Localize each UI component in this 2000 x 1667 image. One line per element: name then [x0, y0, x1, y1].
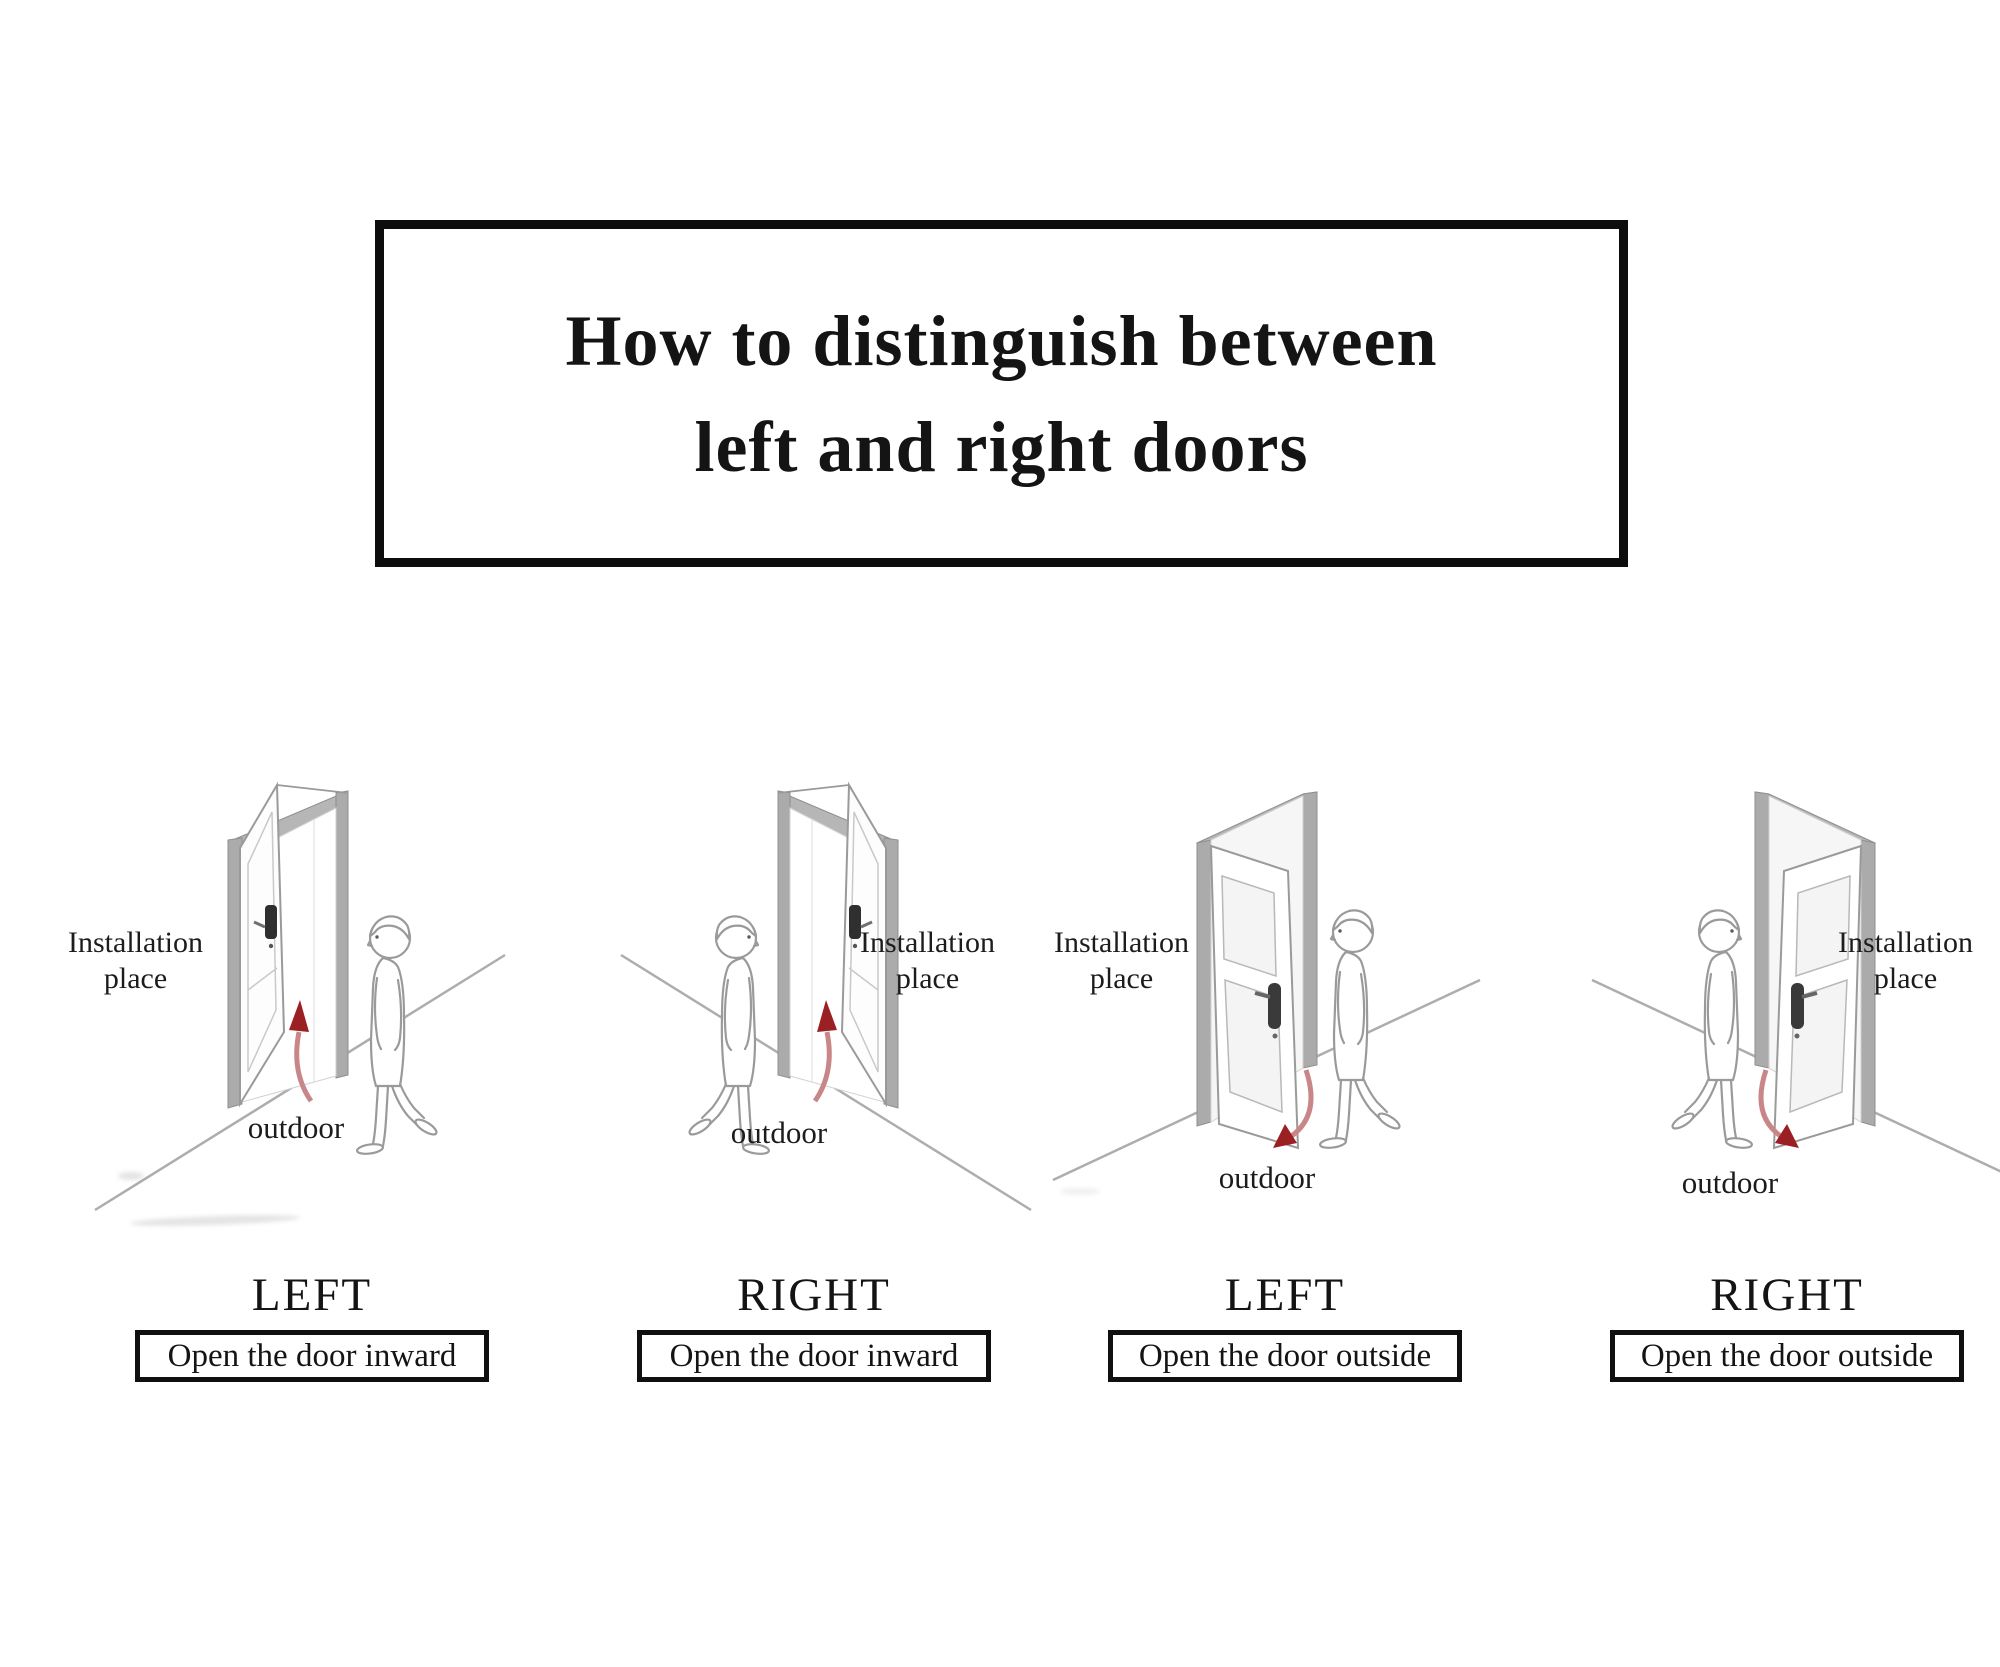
instruction-text: Open the door outside: [1138, 1337, 1432, 1374]
side-label-right: RIGHT: [737, 1269, 891, 1321]
installation-place-label: Installation place: [68, 926, 203, 995]
title-box: How to distinguish between left and righ…: [375, 220, 1628, 567]
installation-place-label: Installation place: [1838, 926, 1973, 995]
page-title-line-1: How to distinguish between: [565, 300, 1438, 381]
page-title-line-2: left and right doors: [694, 406, 1309, 487]
scan-artifact: [118, 1172, 144, 1180]
outdoor-label: outdoor: [1218, 1160, 1316, 1195]
outdoor-label: outdoor: [247, 1110, 345, 1145]
instruction-box: Open the door outside: [1610, 1330, 1964, 1382]
panel-left-inward: Installation place outdoor LEFT Open the…: [62, 680, 562, 1420]
scan-artifact: [1060, 1188, 1100, 1195]
instruction-text: Open the door inward: [167, 1337, 457, 1374]
outdoor-label: outdoor: [730, 1115, 828, 1150]
instruction-box: Open the door outside: [1108, 1330, 1462, 1382]
instruction-text: Open the door outside: [1640, 1337, 1934, 1374]
side-label-left: LEFT: [251, 1269, 373, 1321]
panel-left-outside: Installation place outdoor LEFT Open the…: [1035, 680, 1535, 1420]
side-label-right: RIGHT: [1710, 1269, 1864, 1321]
instruction-box: Open the door inward: [135, 1330, 489, 1382]
instruction-box: Open the door inward: [637, 1330, 991, 1382]
panel-right-outside: Installation place outdoor RIGHT Open th…: [1537, 680, 2000, 1420]
outdoor-label: outdoor: [1681, 1165, 1779, 1200]
installation-place-label: Installation place: [1054, 926, 1189, 995]
installation-place-label: Installation place: [860, 926, 995, 995]
side-label-left: LEFT: [1224, 1269, 1346, 1321]
instruction-text: Open the door inward: [669, 1337, 959, 1374]
panel-right-inward: Installation place outdoor RIGHT Open th…: [564, 680, 1064, 1420]
